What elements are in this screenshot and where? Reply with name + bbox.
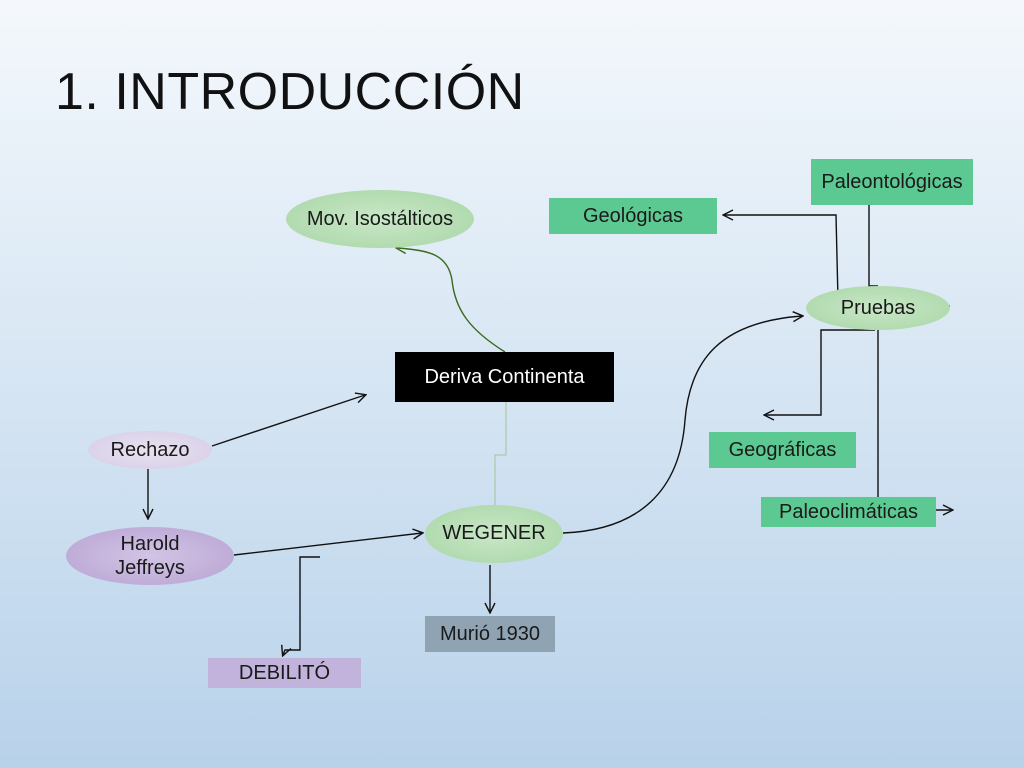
node-harold-jeffreys: Harold Jeffreys: [66, 527, 234, 585]
node-murio-1930: Murió 1930: [425, 616, 555, 652]
connector-rechazo-to-deriva: [211, 395, 365, 447]
connector-wegener-to-deriva: [494, 400, 507, 510]
node-geograficas: Geográficas: [709, 432, 856, 468]
connector-harold-to-wegener: [233, 533, 422, 556]
connector-paleontologicas-to-pruebas: [868, 205, 878, 287]
node-paleontologicas: Paleontológicas: [811, 159, 973, 205]
connector-pruebas-to-geograficas: [765, 329, 875, 415]
slide-title: 1. INTRODUCCIÓN: [55, 63, 525, 121]
node-debilito: DEBILITÓ: [208, 658, 361, 688]
node-paleoclimaticas: Paleoclimáticas: [761, 497, 936, 527]
node-mov-isostalticos: Mov. Isostálticos: [286, 190, 474, 248]
node-geologicas: Geológicas: [549, 198, 717, 234]
connector-pruebas-to-geologicas: [724, 215, 839, 301]
node-rechazo: Rechazo: [88, 431, 212, 469]
connector-pruebas-to-paleoclimaticas: [877, 310, 952, 510]
node-deriva-continenta: Deriva Continenta: [395, 352, 614, 402]
connector-harold-to-debilito: [283, 556, 320, 655]
connector-deriva-to-isostaticos: [397, 248, 506, 353]
node-pruebas: Pruebas: [806, 286, 950, 330]
node-wegener: WEGENER: [425, 505, 563, 563]
